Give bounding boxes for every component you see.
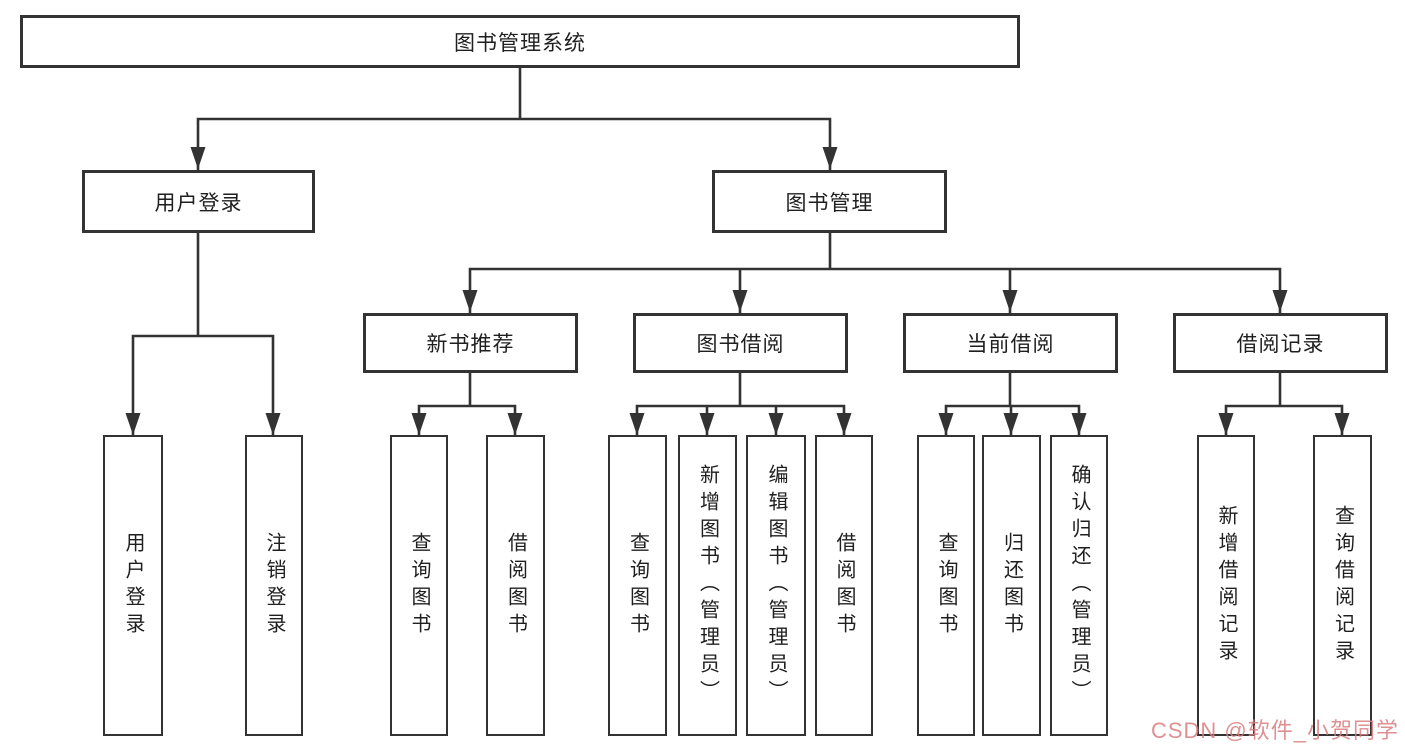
node-book-borrowing: 图书借阅 — [633, 313, 848, 373]
leaf-borrow-books-recommend: 借阅图书 — [486, 435, 545, 736]
leaf-query-books-current-label: 查询图书 — [935, 531, 957, 640]
node-new-book-recommend-label: 新书推荐 — [426, 333, 515, 356]
leaf-add-borrow-record: 新增借阅记录 — [1197, 435, 1255, 736]
node-user-login: 用户登录 — [82, 170, 315, 233]
leaf-user-login: 用户登录 — [103, 435, 163, 736]
node-book-borrowing-label: 图书借阅 — [696, 333, 785, 356]
leaf-query-books-current: 查询图书 — [917, 435, 975, 736]
leaf-add-book-admin-label: 新增图书（管理员） — [696, 464, 719, 707]
node-library-system-label: 图书管理系统 — [454, 31, 586, 55]
leaf-confirm-return-admin: 确认归还（管理员） — [1050, 435, 1108, 736]
node-borrow-records: 借阅记录 — [1173, 313, 1388, 373]
leaf-borrow-books-label: 借阅图书 — [833, 531, 855, 640]
leaf-query-borrow-record-label: 查询借阅记录 — [1331, 504, 1354, 667]
node-current-borrowing-label: 当前借阅 — [966, 333, 1055, 356]
leaf-borrow-books: 借阅图书 — [815, 435, 873, 736]
leaf-logout: 注销登录 — [245, 435, 303, 736]
leaf-query-books-recommend: 查询图书 — [390, 435, 448, 736]
node-borrow-records-label: 借阅记录 — [1236, 333, 1325, 356]
leaf-logout-label: 注销登录 — [263, 531, 285, 640]
node-user-login-label: 用户登录 — [154, 191, 243, 215]
leaf-query-books-borrowing-label: 查询图书 — [626, 531, 649, 640]
leaf-add-borrow-record-label: 新增借阅记录 — [1215, 504, 1237, 667]
leaf-edit-book-admin-label: 编辑图书（管理员） — [765, 464, 787, 707]
node-new-book-recommend: 新书推荐 — [363, 313, 578, 373]
node-book-management-label: 图书管理 — [785, 191, 874, 215]
leaf-return-book: 归还图书 — [982, 435, 1041, 736]
leaf-user-login-label: 用户登录 — [122, 531, 144, 640]
leaf-query-books-recommend-label: 查询图书 — [408, 531, 430, 640]
leaf-edit-book-admin: 编辑图书（管理员） — [746, 435, 806, 736]
leaf-query-borrow-record: 查询借阅记录 — [1313, 435, 1372, 736]
node-book-management: 图书管理 — [712, 170, 947, 233]
leaf-query-books-borrowing: 查询图书 — [608, 435, 667, 736]
node-current-borrowing: 当前借阅 — [903, 313, 1118, 373]
node-library-system: 图书管理系统 — [20, 15, 1020, 68]
csdn-watermark: CSDN @软件_小贺同学 — [1150, 718, 1399, 743]
leaf-add-book-admin: 新增图书（管理员） — [678, 435, 737, 736]
leaf-return-book-label: 归还图书 — [1000, 531, 1023, 640]
leaf-confirm-return-admin-label: 确认归还（管理员） — [1068, 464, 1090, 707]
leaf-borrow-books-recommend-label: 借阅图书 — [504, 531, 527, 640]
